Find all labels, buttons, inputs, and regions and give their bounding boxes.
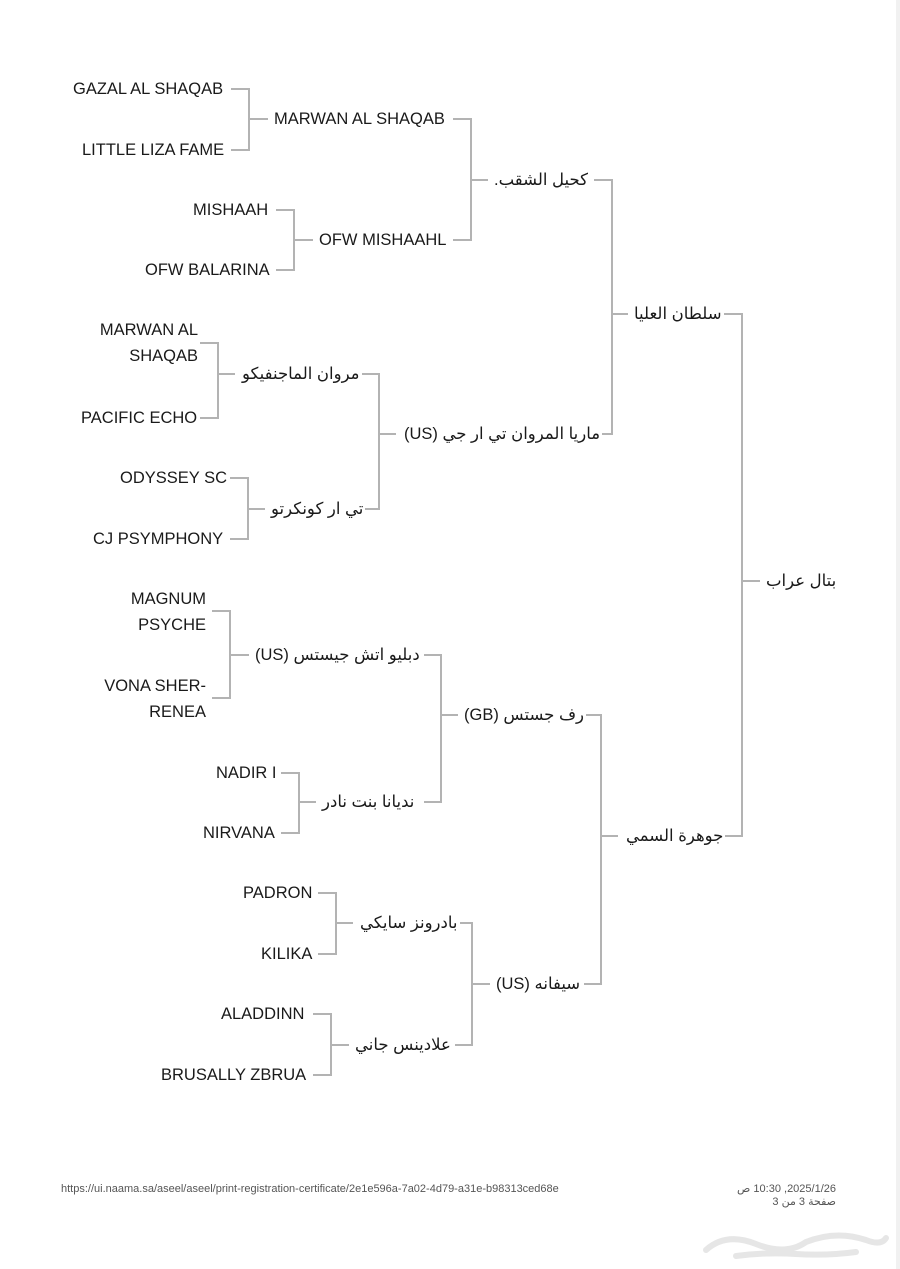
- g4-n-name: KILIKA: [259, 941, 315, 967]
- g3-ss-d-name: OFW MISHAAHL: [317, 227, 449, 253]
- g4-e-name: MARWAN AL SHAQAB: [86, 317, 200, 369]
- footer-datetime: 2025/1/26, 10:30 ص: [737, 1183, 836, 1195]
- connector-subject: [724, 313, 760, 837]
- connector-g3-ofw: [276, 209, 313, 271]
- subject-name: بتال عراب: [764, 568, 839, 594]
- haraj-logo-watermark-icon: [703, 1232, 889, 1259]
- g4-d-name: OFW BALARINA: [143, 257, 272, 283]
- g4-j-name: VONA SHER-RENEA: [89, 673, 208, 725]
- g4-g-name: ODYSSEY SC: [118, 465, 229, 491]
- connector-g3-padrons: [318, 892, 353, 955]
- g4-a-name: GAZAL AL SHAQAB: [71, 76, 226, 102]
- g3-ds-s-name: دبليو اتش جيستس (US): [253, 642, 422, 668]
- g4-c-name: MISHAAH: [191, 197, 271, 223]
- g3-ds-d-name: نديانا بنت نادر: [320, 789, 417, 815]
- g4-m-name: PADRON: [241, 880, 315, 906]
- g4-i-name: MAGNUM PSYCHE: [114, 586, 208, 638]
- connector-g3-aladdins: [313, 1013, 349, 1076]
- sire-sire-name: كحيل الشقب.: [492, 167, 591, 193]
- g3-sd-d-name: تي ار كونكرتو: [269, 496, 366, 522]
- g3-sd-s-name: مروان الماجنفيكو: [240, 361, 362, 387]
- g4-k-name: NADIR I: [214, 760, 279, 786]
- footer-url: https://ui.naama.sa/aseel/aseel/print-re…: [61, 1183, 559, 1195]
- g3-dd-s-name: بادرونز سايكي: [358, 910, 460, 936]
- footer-datetime-block: 2025/1/26, 10:30 ص صفحة 3 من 3: [737, 1183, 836, 1209]
- connector-g3-nadiana: [281, 772, 316, 834]
- connector-sire: [594, 179, 628, 435]
- page-right-edge: [896, 0, 900, 1269]
- connector-g3-marwan: [231, 88, 268, 151]
- dam-name: جوهرة السمي: [624, 823, 726, 849]
- sire-dam-name: ماريا المروان تي ار جي (US): [402, 421, 603, 447]
- g4-b-name: LITTLE LIZA FAME: [80, 137, 227, 163]
- g3-dd-d-name: علادينس جاني: [353, 1032, 453, 1058]
- dam-sire-name: رف جستس (GB): [462, 702, 587, 728]
- g4-o-name: ALADDINN: [219, 1001, 307, 1027]
- connector-g3-marwan-magnifico: [200, 342, 235, 419]
- sire-name: سلطان العليا: [632, 301, 724, 327]
- connector-dam-dam: [455, 922, 490, 1046]
- g4-f-name: PACIFIC ECHO: [79, 405, 200, 431]
- connector-g3-concerto: [230, 477, 265, 540]
- connector-sire-dam: [362, 373, 396, 510]
- g4-h-name: CJ PSYMPHONY: [91, 526, 226, 552]
- connector-dam-sire: [424, 654, 458, 803]
- g4-p-name: BRUSALLY ZBRUA: [159, 1062, 309, 1088]
- connector-g3-justice: [212, 610, 249, 699]
- connector-dam: [584, 714, 618, 985]
- dam-dam-name: سيفانه (US): [494, 971, 583, 997]
- footer-page-count: صفحة 3 من 3: [772, 1196, 836, 1208]
- g4-l-name: NIRVANA: [201, 820, 277, 846]
- connector-sire-sire: [453, 118, 488, 241]
- g3-ss-s-name: MARWAN AL SHAQAB: [272, 106, 447, 132]
